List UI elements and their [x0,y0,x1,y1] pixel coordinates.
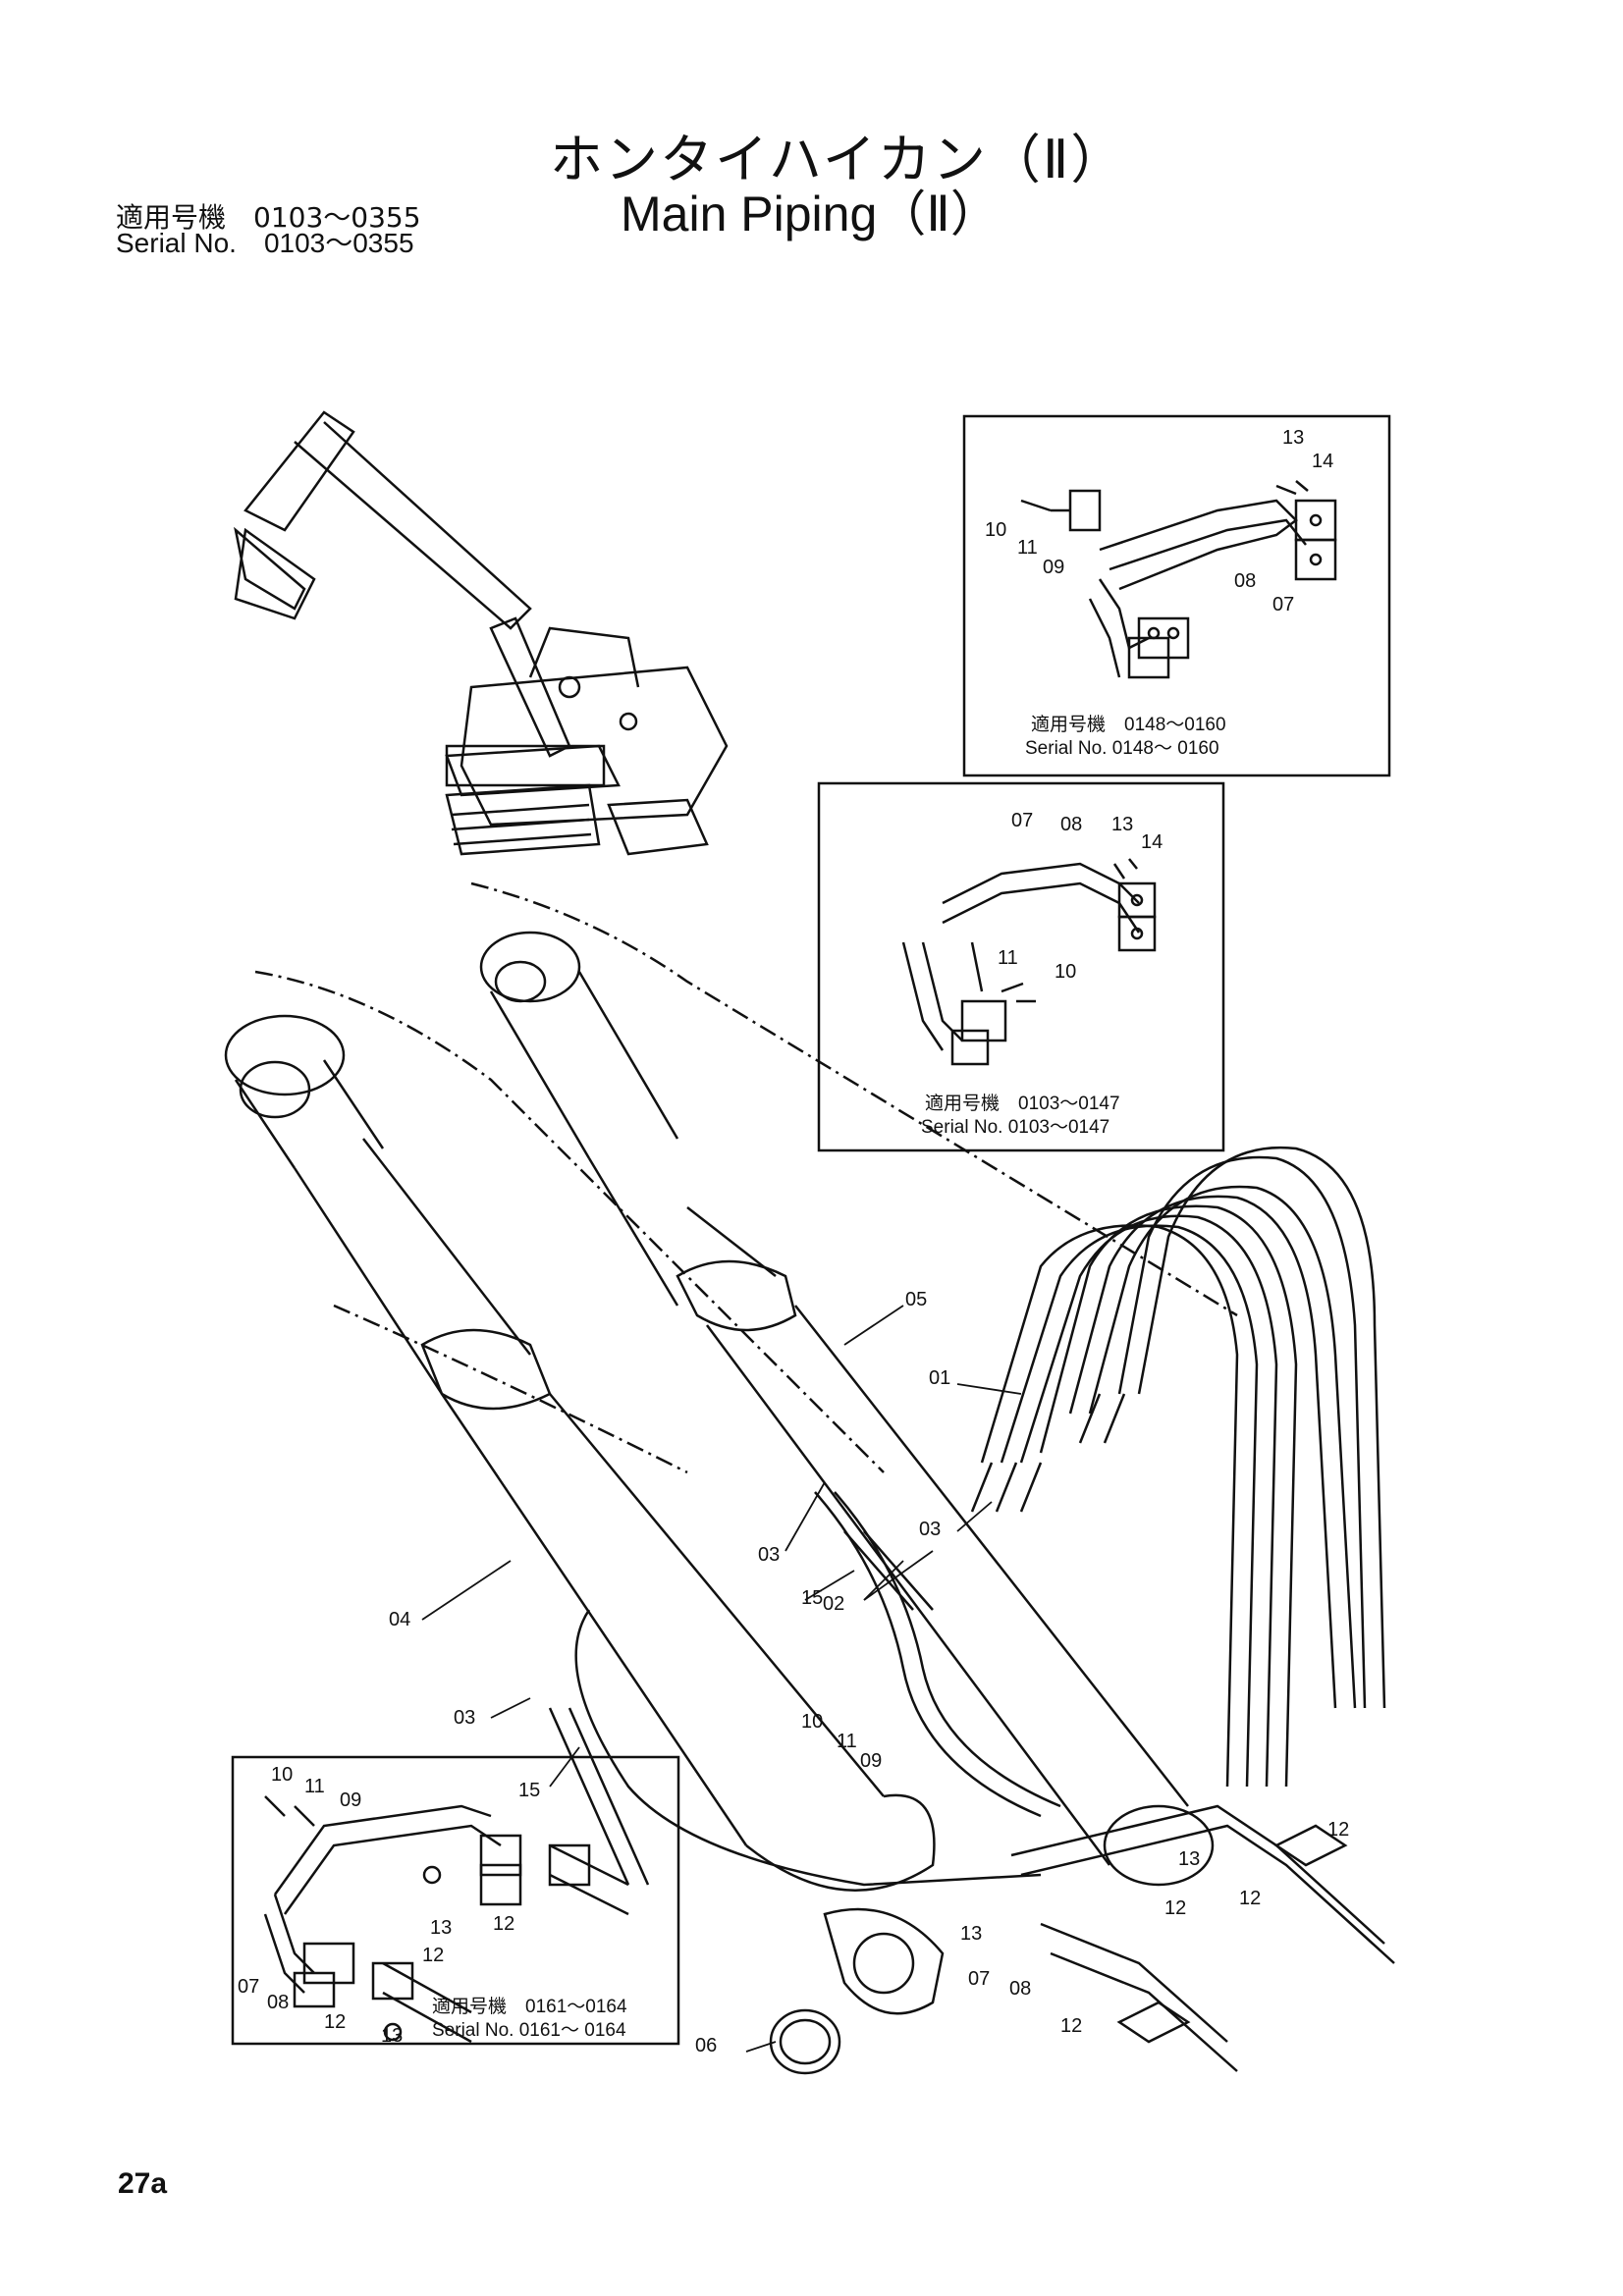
inset-middle-piping [901,858,1157,1066]
inset-middle-caption-en: Serial No. 0103〜0147 [921,1117,1109,1138]
hose-15-lower [548,1707,650,1886]
callout-label: 10 [1055,961,1076,983]
hose-bundle-01 [970,1146,1386,1788]
callout-label: 08 [1234,570,1256,592]
callout-label: 09 [1043,557,1064,578]
inset-bottom-piping [263,1795,629,2044]
callout-label: 13 [381,2025,403,2047]
pipes-lower-right [1010,1804,1395,1964]
callout-label: 11 [998,947,1018,969]
callout-label: 11 [304,1776,325,1797]
callout-label: 12 [324,2011,346,2033]
callout-label: 10 [985,519,1006,541]
hose-02 [814,1491,1042,1818]
inset-top-piping [1020,480,1337,679]
callout-label: 12 [493,1913,514,1935]
left-boom-cylinder [224,1014,945,2015]
callout-label: 13 [430,1917,452,1939]
inset-bottom-caption-jp: 適用号機 0161〜0164 [432,1996,627,2017]
inset-top-caption-jp: 適用号機 0148〜0160 [1031,714,1226,735]
inset-top-caption-en: Serial No. 0148〜 0160 [1025,738,1219,759]
callout-label: 05 [905,1289,927,1310]
hose-15-upper [843,1530,934,1611]
callout-label: 14 [1312,451,1333,472]
page-number: 27a [118,2167,168,2200]
callout-label: 12 [1060,2015,1082,2037]
callout-label: 04 [389,1609,410,1630]
inset-middle-labels: 07 08 13 14 11 10 [998,810,1163,983]
callout-label: 13 [1178,1848,1200,1870]
callout-label: 12 [1327,1819,1349,1841]
callout-label: 10 [801,1711,823,1733]
pipes-lower-center [1040,1922,1238,2072]
callout-label: 13 [1111,814,1133,835]
callout-label: 08 [267,1992,289,2013]
callout-label: 07 [968,1968,990,1990]
callout-label: 03 [919,1519,941,1540]
callout-label: 14 [1141,831,1163,853]
callout-label: 06 [695,2035,717,2056]
callout-label: 15 [518,1780,540,1801]
inset-frame-top [962,414,1391,777]
callout-label: 03 [454,1707,475,1729]
inset-frame-bottom [231,1755,680,2046]
boom-outline [254,881,1238,1474]
callout-label: 13 [960,1923,982,1945]
callout-label: 09 [860,1750,882,1772]
right-boom-cylinder [479,931,1215,1887]
callout-label: 12 [422,1945,444,1966]
callout-label: 07 [1272,594,1294,615]
callout-label: 08 [1009,1978,1031,2000]
callout-label: 10 [271,1764,293,1786]
inset-bottom-labels: 10 11 09 13 12 12 07 08 12 13 [238,1764,514,2047]
inset-bottom-caption-en: Serial No. 0161〜 0164 [432,2020,626,2041]
serial-range-japanese: 適用号機 0103〜0355 [116,201,421,234]
inset-middle-caption-jp: 適用号機 0103〜0147 [925,1093,1120,1114]
callout-label: 07 [1011,810,1033,831]
page-title-japanese: ホンタイハイカン（Ⅱ） [550,129,1126,190]
main-part-labels: 05 01 03 03 15 02 04 03 15 10 11 09 12 1… [389,1289,1349,2056]
callout-label: 11 [837,1731,857,1752]
excavator-illustration [234,410,729,856]
callout-label: 07 [238,1976,259,1998]
callout-label: 15 [801,1587,823,1609]
callout-label: 03 [758,1544,780,1566]
callout-label: 09 [340,1789,361,1811]
pipe-block-right [1116,1824,1348,2044]
seal-ring-06 [769,2008,841,2075]
page-title-english: Main Piping（Ⅱ） [621,187,1000,241]
callout-label: 12 [1239,1888,1261,1909]
callout-label: 13 [1282,427,1304,449]
callout-label: 11 [1017,537,1038,559]
hose-loop [574,1609,1042,1887]
callout-label: 02 [823,1593,844,1615]
inset-frame-middle [817,781,1225,1152]
callout-label: 12 [1164,1897,1186,1919]
callout-label: 08 [1060,814,1082,835]
inset-top-labels: 13 14 10 11 09 08 07 [985,427,1333,615]
serial-range-english: Serial No. 0103〜0355 [116,228,414,258]
callout-label: 01 [929,1367,950,1389]
